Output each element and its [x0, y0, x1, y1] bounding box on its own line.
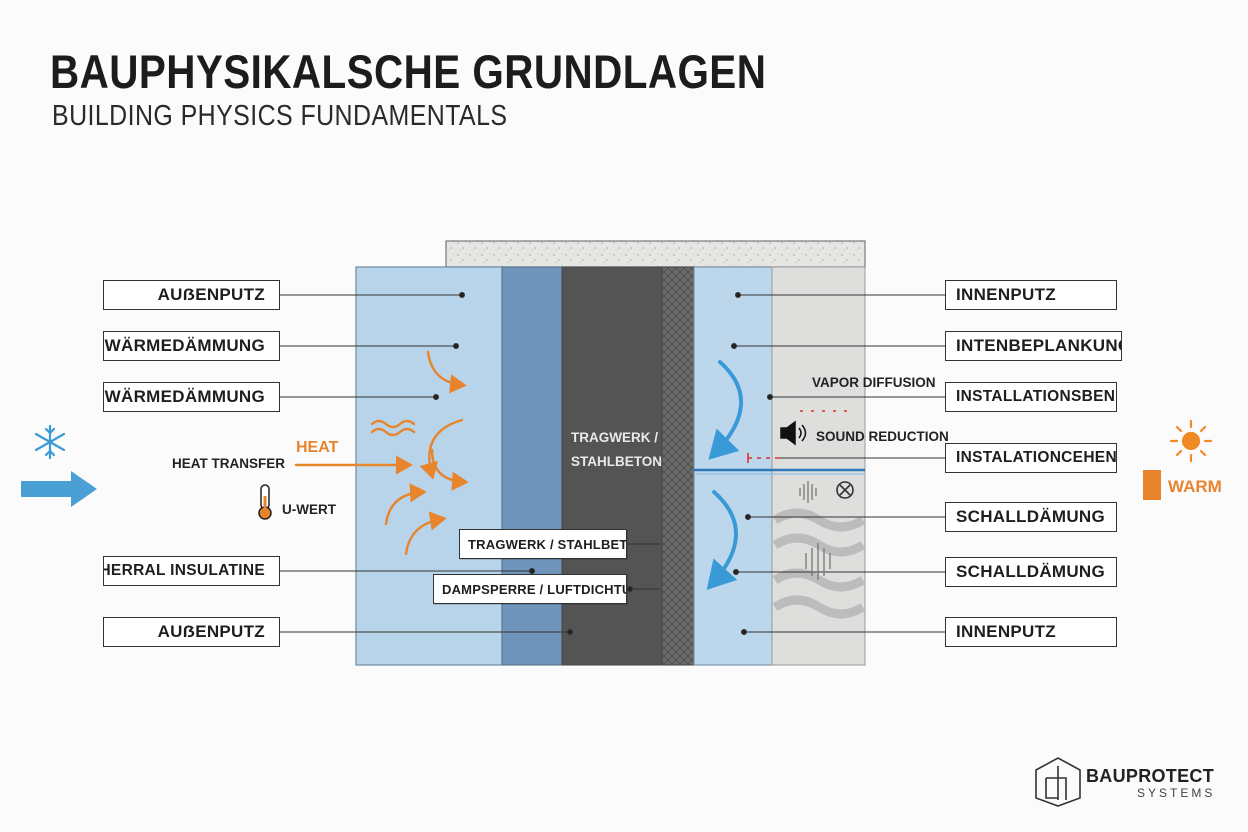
thermometer-icon [258, 484, 272, 520]
label-dampsperre: DAMPSPERRE / LUFTDICHTUNG [433, 574, 627, 604]
wall-text-line2: STAHLBETON [571, 454, 662, 469]
wall-text: TRAGWERK / STAHLBETON [571, 426, 662, 474]
snowflake-icon [34, 424, 66, 460]
sun-icon [1169, 419, 1213, 463]
sound-reduction-label: SOUND REDUCTION [816, 429, 949, 444]
acoustic-waves [772, 508, 866, 619]
label-innenputz-bottom: INNENPUTZ [945, 617, 1117, 647]
layer-interior-insulation [693, 266, 773, 666]
warm-label: WARM [1168, 477, 1222, 496]
label-aussenputz-bottom: AUẞENPUTZ [103, 617, 280, 647]
wall-text-line1: TRAGWERK / [571, 430, 658, 445]
circle-x-icon [836, 481, 854, 499]
label-installationcehen: INSTALATIONCEHEN [945, 443, 1117, 473]
label-schalldaemmung-2: SCHALLDÄMUNG [945, 557, 1117, 587]
label-waermedaemmung-2: WÄRMEDÄMMUNG [103, 382, 280, 412]
label-aussenputz-top: AUẞENPUTZ [103, 280, 280, 310]
label-installationsebene: INSTALLATIONSBENE [945, 382, 1117, 412]
label-tragwerk-inner: TRAGWERK / STAHLBETON [459, 529, 627, 559]
layer-vapor-barrier [661, 266, 695, 666]
label-schalldaemmung-1: SCHALLDÄMUNG [945, 502, 1117, 532]
label-waermedaemmung-1: WÄRMEDÄMMUNG [103, 331, 280, 361]
logo-name: BAUPROTECT [1086, 766, 1214, 786]
label-intenbeplankung: INTENBEPLANKUNG [945, 331, 1122, 361]
layer-structure-blue [501, 266, 563, 666]
label-thermal-insulation: THERRAL INSULATINE [103, 556, 280, 586]
arrow-right-icon [21, 471, 97, 507]
logo-mark [1035, 757, 1081, 807]
floor-slab [445, 240, 866, 268]
page-title: BAUPHYSIKALSCHE GRUNDLAGEN [50, 45, 767, 98]
logo-tagline: SYSTEMS [1137, 786, 1216, 800]
page-subtitle: BUILDING PHYSICS FUNDAMENTALS [52, 100, 508, 132]
heat-label: HEAT [296, 439, 339, 456]
u-wert-label: U-WERT [282, 502, 336, 517]
warm-marker [1143, 470, 1161, 500]
speaker-icon [780, 420, 807, 446]
vapor-diffusion-label: VAPOR DIFFUSION [812, 375, 936, 390]
heat-flow-arrows [294, 350, 469, 556]
label-innenputz-top: INNENPUTZ [945, 280, 1117, 310]
heat-transfer-label: HEAT TRANSFER [172, 456, 285, 471]
soundwave-icon [799, 481, 831, 580]
